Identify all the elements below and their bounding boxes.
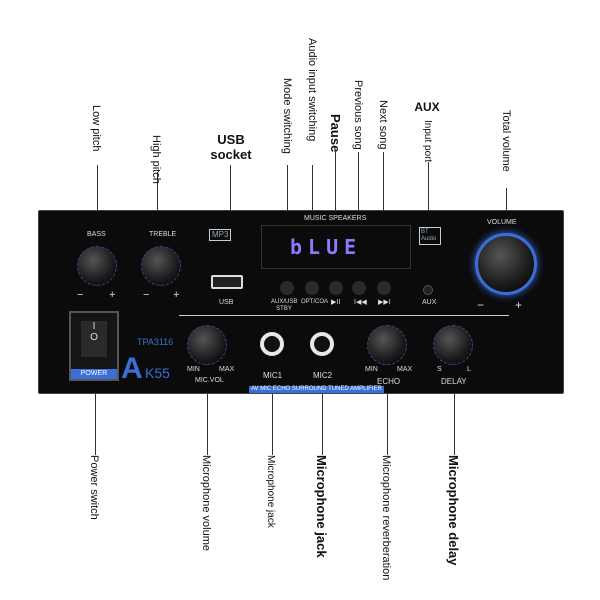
- banner: AV MIC ECHO SURROUND TUNED AMPLIFIER: [249, 386, 384, 393]
- aux-label: AUX: [422, 299, 437, 306]
- label-high-pitch: High pitch: [150, 135, 162, 184]
- mic-vol-max: MAX: [219, 366, 235, 373]
- bt-badge: BT Audio: [419, 227, 441, 245]
- label-microphone-jack-2: Microphone jack: [314, 455, 329, 558]
- divider: [179, 315, 509, 316]
- power-label: POWER: [71, 369, 117, 379]
- btn4-label: I◀◀: [354, 299, 367, 306]
- previous-button[interactable]: [352, 281, 366, 295]
- btn3-label: ▶II: [331, 299, 341, 306]
- treble-plus: +: [173, 289, 180, 301]
- label-microphone-delay: Microphone delay: [446, 455, 461, 566]
- echo-knob[interactable]: [367, 325, 407, 365]
- volume-knob[interactable]: [475, 233, 537, 295]
- model-small: TPA3116: [137, 337, 174, 347]
- usb-port[interactable]: [211, 275, 243, 289]
- bass-knob[interactable]: [77, 246, 117, 286]
- mic-vol-label: MIC.VOL: [195, 377, 224, 384]
- mic1-jack[interactable]: [260, 332, 284, 356]
- btn5-label: ▶▶I: [378, 299, 391, 306]
- mic-vol-min: MIN: [187, 366, 200, 373]
- label-usb: USB: [217, 132, 245, 147]
- treble-label: TREBLE: [149, 231, 177, 238]
- next-button[interactable]: [377, 281, 391, 295]
- pause-button[interactable]: [329, 281, 343, 295]
- mic2-jack[interactable]: [310, 332, 334, 356]
- mp3-badge: MP3: [209, 229, 232, 241]
- label-mode-switching: Mode switching: [281, 78, 293, 154]
- treble-knob[interactable]: [141, 246, 181, 286]
- label-pause: Pause: [328, 114, 343, 153]
- label-audio-input-switching: Audio input switching: [306, 38, 318, 142]
- label-microphone-volume: Microphone volume: [200, 455, 212, 551]
- label-total-volume: Total volume: [500, 110, 512, 172]
- bass-label: BASS: [87, 231, 106, 238]
- volume-minus: −: [477, 298, 485, 312]
- echo-label: ECHO: [377, 377, 401, 386]
- echo-max: MAX: [397, 366, 413, 373]
- label-input-port: Input port: [422, 120, 433, 163]
- treble-minus: −: [143, 289, 150, 301]
- delay-knob[interactable]: [433, 325, 473, 365]
- echo-min: MIN: [365, 366, 378, 373]
- delay-label: DELAY: [441, 377, 467, 386]
- btn1-label: AUX/USB STBY: [271, 299, 298, 312]
- delay-s: S: [437, 366, 442, 373]
- label-microphone-jack-1: Microphone jack: [265, 455, 276, 528]
- bass-minus: −: [77, 289, 84, 301]
- input-button[interactable]: [305, 281, 319, 295]
- led-display: bLUE: [261, 225, 411, 269]
- bass-plus: +: [109, 289, 116, 301]
- label-power-switch: Power switch: [88, 455, 100, 520]
- mode-button[interactable]: [280, 281, 294, 295]
- label-low-pitch: Low pitch: [90, 105, 102, 152]
- aux-port[interactable]: [423, 285, 433, 295]
- volume-plus: +: [515, 298, 523, 312]
- label-previous-song: Previous song: [352, 80, 364, 150]
- usb-label: USB: [219, 299, 234, 306]
- label-aux: AUX: [414, 100, 440, 114]
- label-next-song: Next song: [377, 100, 389, 150]
- logo-k55: K55: [145, 365, 170, 381]
- label-microphone-reverberation: Microphone reverberation: [380, 455, 392, 581]
- delay-l: L: [467, 366, 471, 373]
- amplifier-front-panel: BASS − + TREBLE − + MP3 USB MUSIC SPEAKE…: [38, 210, 564, 394]
- volume-label: VOLUME: [487, 219, 517, 226]
- label-socket: socket: [210, 147, 252, 162]
- mic2-label: MIC2: [313, 371, 333, 380]
- logo-a: A: [121, 352, 143, 385]
- mic1-label: MIC1: [263, 371, 283, 380]
- mic-volume-knob[interactable]: [187, 325, 227, 365]
- btn2-label: OPT/COA: [301, 299, 329, 305]
- music-speakers-label: MUSIC SPEAKERS: [304, 215, 367, 222]
